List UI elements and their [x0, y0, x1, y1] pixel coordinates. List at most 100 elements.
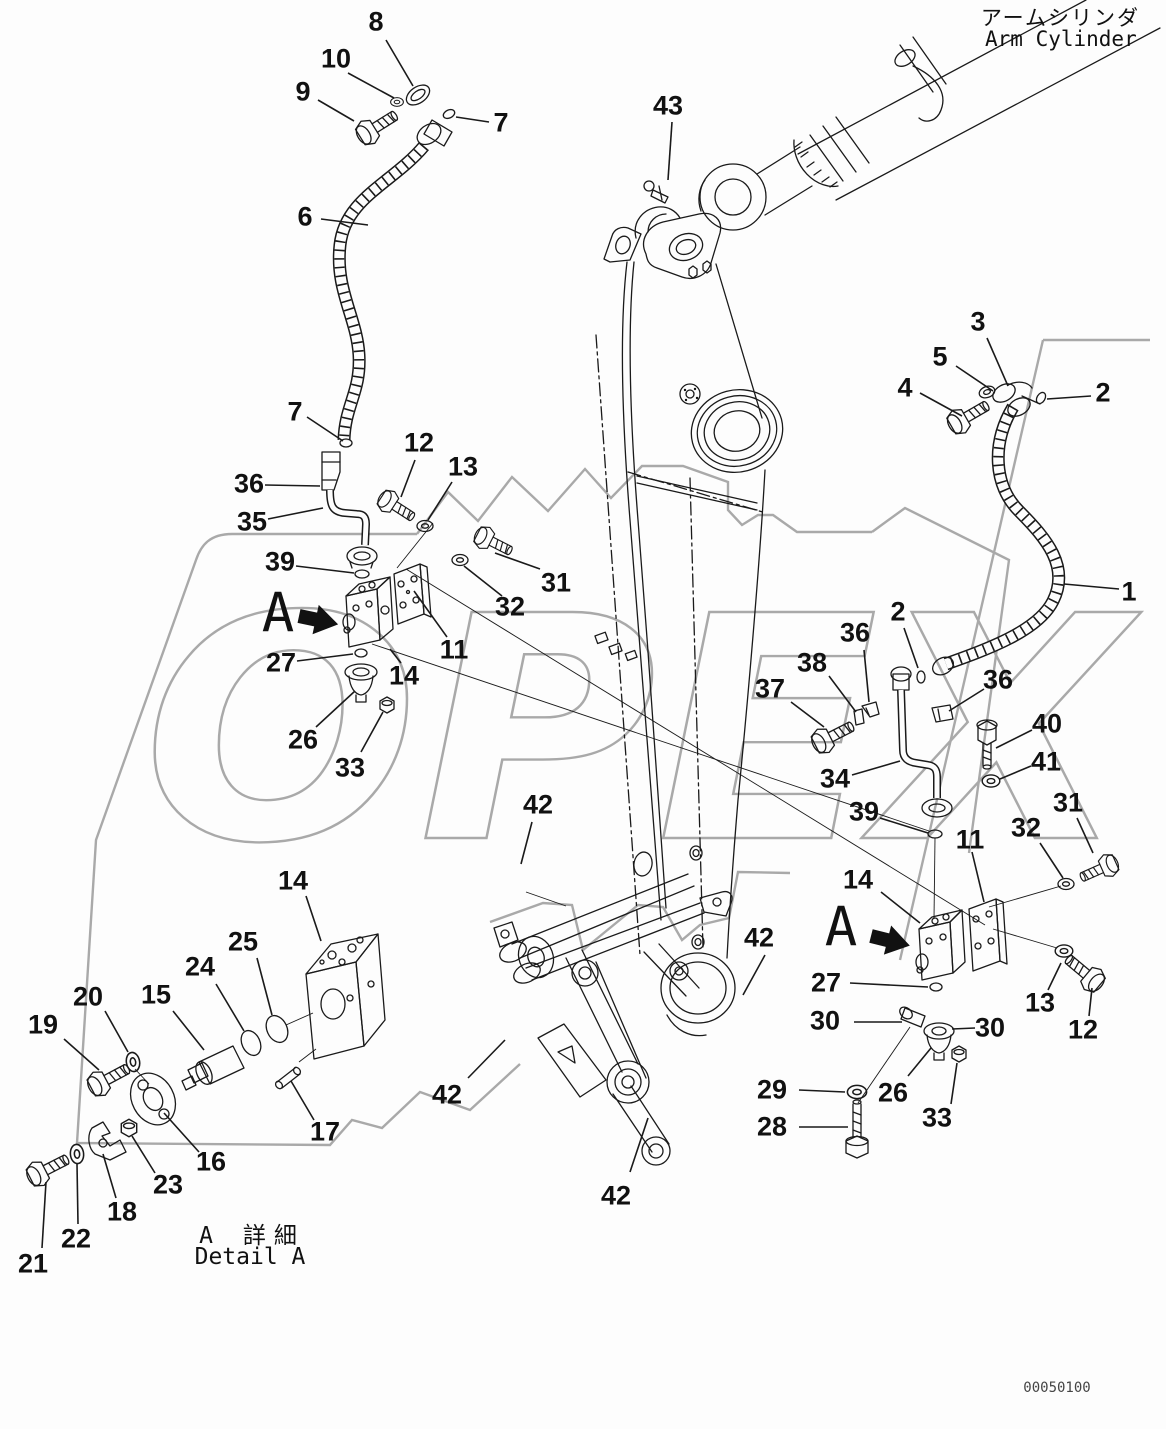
callout-42-47: 42 [431, 1079, 463, 1110]
leader-line-14-38 [880, 891, 921, 924]
leader-line-7-3 [455, 116, 490, 123]
callout-38-26: 38 [796, 647, 828, 678]
callout-16-57: 16 [195, 1146, 227, 1177]
leader-line-39-32 [879, 817, 929, 834]
callout-7-3: 7 [493, 107, 509, 138]
leader-line-33-19 [360, 711, 384, 753]
callout-34-31: 34 [819, 763, 851, 794]
leader-line-37-27 [790, 701, 825, 728]
callout-42-46: 42 [522, 789, 554, 820]
leader-line-35-13 [267, 507, 324, 520]
callout-32-23: 32 [494, 591, 526, 622]
title-japanese: アームシリンダ [980, 6, 1140, 30]
left-hose-drawing [321, 84, 456, 569]
leader-line-11-21 [413, 590, 448, 638]
callout-42-49: 42 [743, 922, 775, 953]
leader-line-13-15 [427, 481, 453, 521]
leader-line-5-7 [955, 365, 994, 392]
callout-20-53: 20 [72, 981, 104, 1012]
callout-29-44: 29 [756, 1074, 788, 1105]
callout-15-54: 15 [140, 979, 172, 1010]
leader-line-39-16 [295, 565, 355, 574]
detail-a-label-english: Detail A [194, 1244, 306, 1270]
callout-9-2: 9 [295, 76, 311, 107]
leader-line-42-49 [742, 954, 766, 996]
callout-8-0: 8 [368, 6, 384, 37]
leader-line-20-53 [104, 1010, 129, 1053]
callout-21-61: 21 [17, 1248, 49, 1279]
callout-17-56: 17 [309, 1116, 341, 1147]
construction-lines [134, 522, 1062, 1104]
callout-23-58: 23 [152, 1169, 184, 1200]
leader-line-1-10 [1063, 583, 1120, 590]
callout-11-21: 11 [439, 634, 469, 665]
callout-19-55: 19 [27, 1009, 59, 1040]
callout-3-6: 3 [970, 306, 986, 337]
callout-30-40: 30 [809, 1005, 841, 1036]
callout-26-42: 26 [877, 1077, 909, 1108]
leader-line-13-36 [1047, 962, 1062, 991]
callout-5-7: 5 [932, 341, 948, 372]
leader-line-33-43 [950, 1062, 958, 1105]
leader-line-12-14 [400, 459, 416, 498]
leader-line-4-8 [919, 392, 963, 417]
callout-22-60: 22 [60, 1223, 92, 1254]
leader-line-18-59 [102, 1153, 117, 1199]
callout-18-59: 18 [106, 1196, 138, 1227]
leader-line-29-44 [798, 1089, 846, 1093]
callout-39-32: 39 [848, 796, 880, 827]
leader-line-34-31 [851, 760, 901, 776]
leader-line-17-56 [290, 1080, 315, 1121]
leader-line-36-28 [948, 688, 985, 712]
callout-14-38: 14 [842, 864, 874, 895]
callout-27-39: 27 [810, 967, 842, 998]
leader-line-41-30 [999, 765, 1032, 780]
leader-line-36-25 [863, 649, 870, 703]
callout-26-18: 26 [287, 724, 319, 755]
leader-line-27-17 [296, 653, 354, 662]
leader-line-42-46 [520, 821, 533, 865]
detail-a-drawing [21, 933, 386, 1192]
callout-13-15: 13 [447, 451, 479, 482]
section-marker-A-1: A [824, 895, 858, 959]
callout-2-24: 2 [890, 596, 906, 627]
leader-line-36-12 [264, 484, 321, 487]
leader-line-12-37 [1088, 987, 1093, 1017]
leader-line-32-35 [1039, 842, 1064, 879]
callout-12-37: 12 [1067, 1014, 1099, 1045]
leader-line-11-33 [971, 851, 985, 903]
callout-24-52: 24 [184, 951, 216, 982]
section-marker-A-0: A [261, 581, 295, 645]
leader-line-21-61 [41, 1181, 47, 1249]
callout-43-5: 43 [652, 90, 684, 121]
leader-line-16-57 [163, 1112, 200, 1153]
leader-line-22-60 [76, 1163, 79, 1225]
leader-line-2-9 [1046, 395, 1092, 400]
leader-line-15-54 [172, 1010, 205, 1051]
right-valve-block-drawing [845, 850, 1123, 1159]
section-arrow-icon-1 [869, 925, 910, 955]
leader-line-27-39 [849, 982, 929, 988]
leader-line-32-23 [463, 565, 503, 597]
callout-42-48: 42 [600, 1180, 632, 1211]
callout-13-36: 13 [1024, 987, 1056, 1018]
leader-line-6-4 [320, 218, 369, 226]
title-english: Arm Cylinder [985, 27, 1137, 51]
callout-32-35: 32 [1010, 812, 1042, 843]
leader-line-25-51 [256, 957, 273, 1016]
detail-a-label-japanese: A 詳細 [199, 1223, 305, 1249]
callout-4-8: 4 [897, 372, 913, 403]
callout-31-34: 31 [1052, 787, 1084, 818]
leader-line-30-41 [951, 1027, 976, 1030]
left-valve-block-drawing [342, 485, 518, 714]
callout-36-28: 36 [982, 664, 1014, 695]
leader-line-26-18 [315, 690, 356, 728]
callout-33-19: 33 [334, 752, 366, 783]
leader-lines [41, 39, 1120, 1249]
leader-line-23-58 [131, 1135, 156, 1174]
leader-line-26-42 [907, 1047, 932, 1077]
leader-line-42-47 [467, 1039, 506, 1079]
arm-cylinder-drawing [643, 0, 1161, 231]
